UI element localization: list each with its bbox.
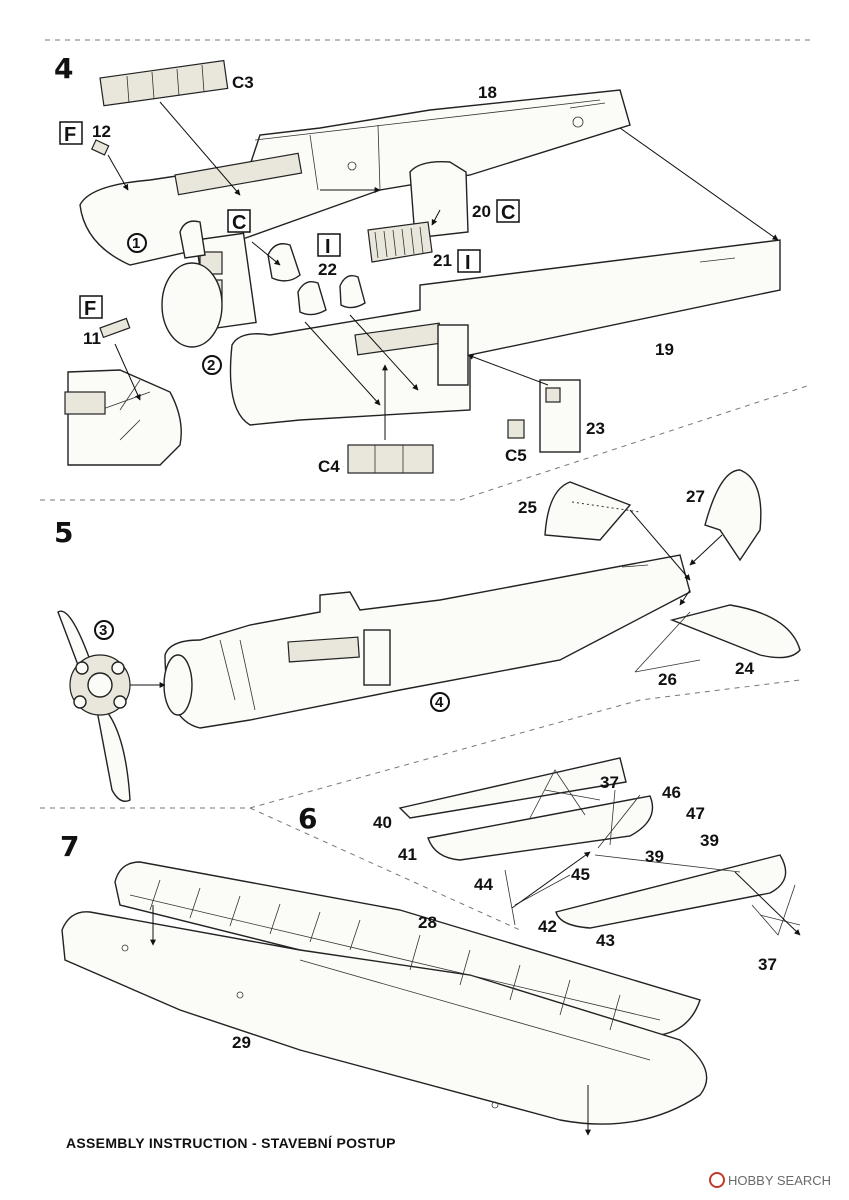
part-label-21: 21 [433, 251, 452, 270]
strut-42 [514, 874, 571, 906]
part-label-25: 25 [518, 498, 537, 517]
part-label-37-lower: 37 [758, 955, 777, 974]
part-label-41: 41 [398, 845, 417, 864]
box-label-C-seat: C [232, 212, 246, 234]
seat-C [267, 243, 301, 282]
strut-44 [504, 869, 516, 926]
step-6-floats [398, 757, 801, 936]
part-label-19: 19 [655, 340, 674, 359]
wing-ribs [129, 879, 661, 1061]
material-box-labels: F F C C I I [59, 121, 520, 320]
footer-title: ASSEMBLY INSTRUCTION - STAVEBNÍ POSTUP [66, 1135, 396, 1151]
box-label-I-bench: I [465, 252, 471, 274]
float-40 [398, 757, 627, 819]
part-label-47: 47 [686, 804, 705, 823]
part-label-20: 20 [472, 202, 491, 221]
part-label-42: 42 [538, 917, 557, 936]
step-number-7: 7 [60, 830, 79, 863]
float-41 [427, 795, 654, 861]
window-part-C3 [99, 59, 229, 107]
part-label-C3: C3 [232, 73, 254, 92]
circled-number-2: 2 [207, 357, 215, 374]
door-20 [409, 161, 469, 239]
circled-number-1: 1 [132, 235, 140, 252]
fin-25 [544, 481, 632, 541]
hobby-search-watermark: HOBBY SEARCH [709, 1172, 831, 1188]
step-7-wings [61, 861, 708, 1136]
section-dividers [40, 39, 811, 931]
struts-37 [529, 769, 641, 849]
stabilizer-24 [669, 604, 801, 659]
part-label-45: 45 [571, 865, 590, 884]
lower-wing-29 [61, 911, 708, 1125]
strut-26 [634, 611, 701, 673]
part-label-23: 23 [586, 419, 605, 438]
circled-number-4: 4 [435, 694, 444, 711]
part-label-44: 44 [474, 875, 493, 894]
circled-subassembly-numbers: 1 2 3 4 [94, 233, 450, 712]
part-label-27: 27 [686, 487, 705, 506]
detail-inset-nose [67, 369, 182, 466]
seat-I-a [297, 280, 327, 316]
box-label-F-upper: F [64, 124, 76, 146]
float-43 [555, 854, 787, 929]
step-5-fuselage-tail [57, 469, 801, 802]
firewall-disc [161, 262, 223, 348]
part-label-C5: C5 [505, 446, 527, 465]
fuselage-joined [164, 554, 691, 729]
rudder-27 [704, 469, 762, 562]
step-4-fuselage-assembly [64, 59, 781, 474]
part-label-43: 43 [596, 931, 615, 950]
fuselage-half-19 [229, 239, 781, 426]
step-number-6: 6 [298, 802, 317, 835]
seat-I-b [339, 274, 366, 309]
circled-number-3: 3 [99, 622, 107, 639]
part-label-26: 26 [658, 670, 677, 689]
part-label-46: 46 [662, 783, 681, 802]
struts-37b [751, 884, 801, 936]
box-label-F-lower: F [84, 298, 96, 320]
part-label-C4: C4 [318, 457, 340, 476]
nose-ring [163, 654, 193, 716]
part-label-18: 18 [478, 83, 497, 102]
box-label-C-door: C [501, 202, 515, 224]
part-label-28: 28 [418, 913, 437, 932]
part-label-40: 40 [373, 813, 392, 832]
part-label-12: 12 [92, 122, 111, 141]
part-label-11: 11 [83, 329, 101, 348]
step-number-5: 5 [54, 516, 73, 549]
hobbysearch-logo-icon [709, 1172, 725, 1188]
window-part-C5 [507, 419, 525, 439]
fuselage-half-18 [79, 89, 631, 266]
part-label-39-left: 39 [645, 847, 664, 866]
watermark-text: HOBBY SEARCH [728, 1173, 831, 1188]
part-number-labels: 18 19 12 11 20 21 22 23 C3 C4 C5 25 27 2… [83, 73, 777, 1052]
step-number-4: 4 [54, 52, 73, 85]
box-label-I-seats: I [325, 236, 331, 258]
part-label-39-right: 39 [700, 831, 719, 850]
part-label-24: 24 [735, 659, 754, 678]
window-part-C4 [347, 444, 434, 474]
part-label-29: 29 [232, 1033, 251, 1052]
part-label-37-upper: 37 [600, 773, 619, 792]
propeller-engine [57, 610, 131, 802]
part-label-22: 22 [318, 260, 337, 279]
